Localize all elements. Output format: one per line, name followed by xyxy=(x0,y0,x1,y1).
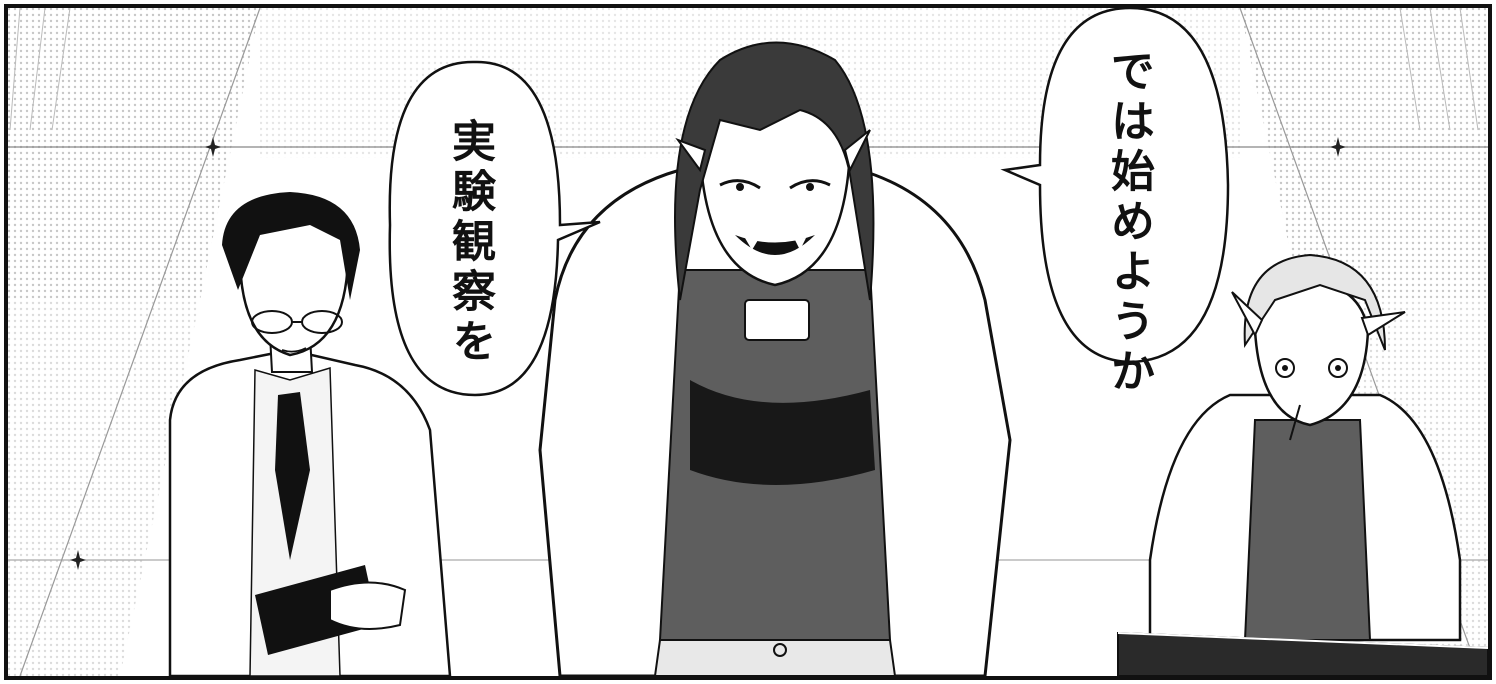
speech-bubble-right xyxy=(1000,6,1230,364)
character-left-glasses xyxy=(168,192,452,678)
speech-text-right: では始めようか xyxy=(1103,48,1154,398)
speech-bubble-left xyxy=(388,60,601,397)
character-center-longhair xyxy=(538,41,1012,678)
panel-border xyxy=(4,4,1492,680)
character-right-pointed-ears xyxy=(1117,253,1489,677)
speech-text-left: 実験観察を xyxy=(444,118,495,368)
